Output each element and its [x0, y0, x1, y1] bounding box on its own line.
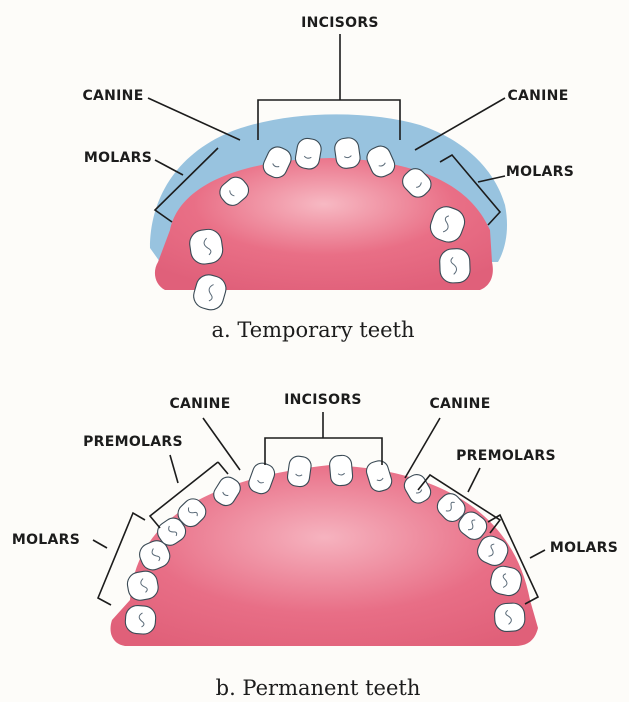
permanent-teeth-diagram: [111, 455, 538, 646]
permanent-premolars-left-leader: [170, 455, 178, 483]
permanent-molars-left-leader: [93, 540, 107, 548]
temporary-incisors-label: INCISORS: [301, 15, 379, 31]
permanent-molars-right-leader: [530, 550, 545, 558]
temporary-canine-left-label: CANINE: [82, 88, 143, 104]
temporary-canine-right-label: CANINE: [507, 88, 568, 104]
temporary-caption: a. Temporary teeth: [211, 318, 414, 342]
permanent-tooth-molar: [125, 605, 157, 635]
permanent-canine-left-leader: [203, 418, 240, 470]
temporary-molars-right-label: MOLARS: [506, 164, 574, 180]
permanent-caption: b. Permanent teeth: [216, 676, 421, 700]
permanent-canine-right-label: CANINE: [429, 396, 490, 412]
permanent-premolars-right-label: PREMOLARS: [456, 448, 556, 464]
permanent-tooth-incisor: [329, 455, 354, 487]
permanent-tooth-molar: [494, 603, 525, 633]
permanent-palate: [111, 465, 538, 646]
permanent-premolars-left-label: PREMOLARS: [83, 434, 183, 450]
temporary-canine-right-leader: [415, 98, 505, 150]
temporary-tooth-molar: [439, 248, 470, 283]
temporary-molars-left-label: MOLARS: [84, 150, 152, 166]
permanent-incisors-bracket: [265, 412, 382, 465]
permanent-canine-left-label: CANINE: [169, 396, 230, 412]
permanent-molars-left-label: MOLARS: [12, 532, 80, 548]
temporary-teeth-diagram: [150, 114, 507, 312]
temporary-canine-left-leader: [148, 98, 240, 140]
permanent-premolars-right-leader: [468, 468, 480, 492]
temporary-molars-left-leader: [155, 160, 183, 175]
permanent-canine-right-leader: [405, 418, 440, 478]
permanent-incisors-label: INCISORS: [284, 392, 362, 408]
permanent-molars-right-label: MOLARS: [550, 540, 618, 556]
